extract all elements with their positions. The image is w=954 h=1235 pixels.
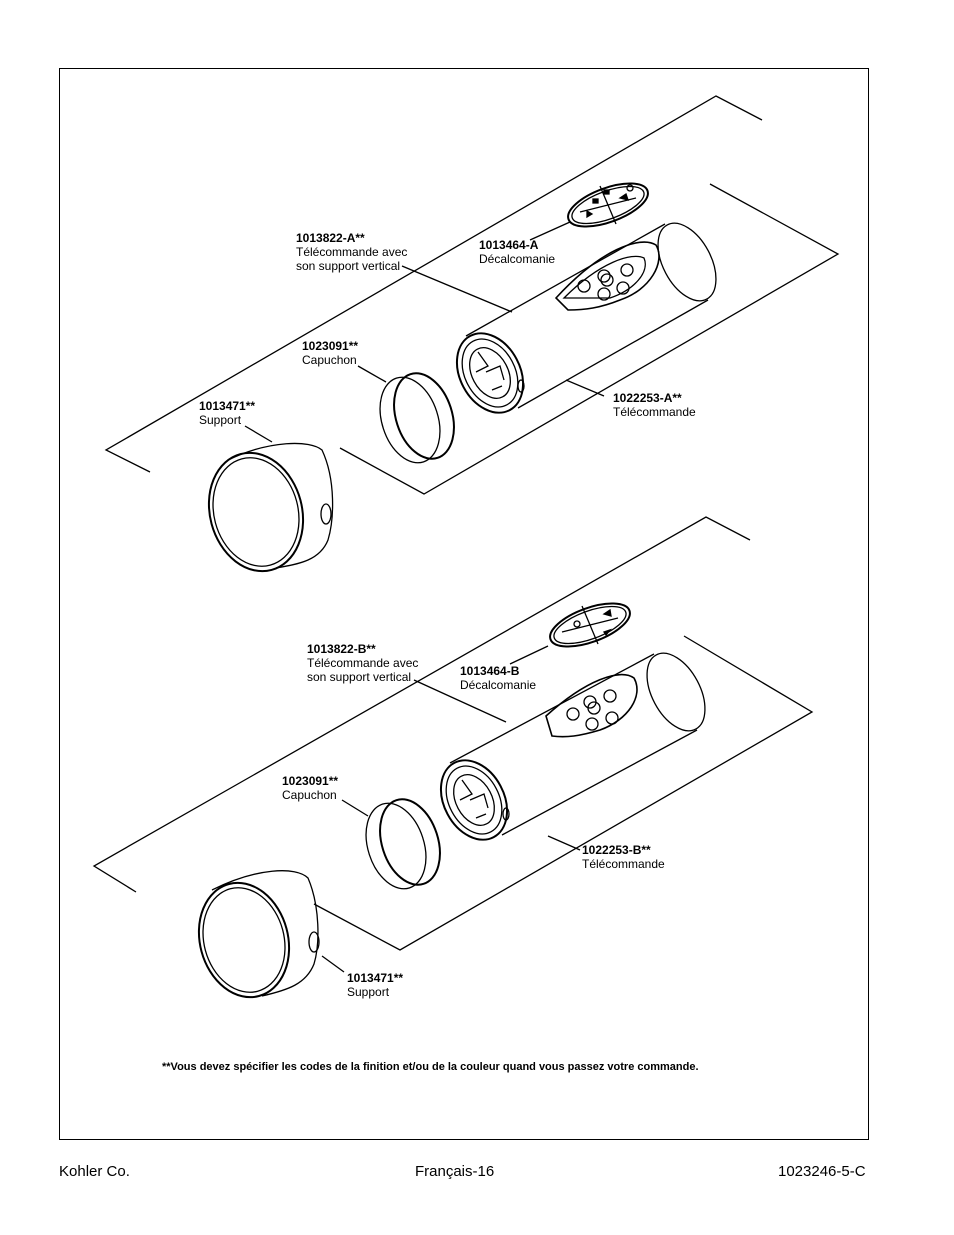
label-decal-a: 1013464-A Décalcomanie [479, 238, 555, 266]
footer-document-number: 1023246-5-C [778, 1163, 866, 1180]
label-decal-b: 1013464-B Décalcomanie [460, 664, 536, 692]
assembly-b-drawing [92, 516, 814, 999]
decal-b-drawing [549, 602, 631, 648]
plane-a-front-edge [339, 183, 840, 495]
part-desc: Capuchon [282, 788, 337, 802]
part-code: 1022253-A** [613, 391, 682, 405]
part-desc: Décalcomanie [460, 678, 537, 692]
assembly-a-drawing [104, 95, 840, 573]
part-desc: Télécommande [582, 857, 665, 871]
support-a-drawing [207, 442, 334, 573]
label-support-b: 1013471** Support [347, 971, 403, 999]
label-remote-a: 1022253-A** Télécommande [613, 391, 696, 419]
label-remote-holder-b: 1013822-B** Télécommande avec son suppor… [307, 642, 418, 684]
part-code: 1013464-A [479, 238, 539, 252]
part-code: 1013464-B [460, 664, 520, 678]
cap-b-drawing [365, 798, 441, 890]
footer-page-number: Français-16 [415, 1163, 495, 1180]
label-cap-b: 1023091** Capuchon [282, 774, 338, 802]
part-code: 1022253-B** [582, 843, 651, 857]
part-code: 1013822-B** [307, 642, 376, 656]
remote-a-drawing [455, 222, 717, 414]
plane-a-back-edge [104, 95, 763, 473]
part-code: 1013471** [347, 971, 404, 985]
cap-a-drawing [379, 372, 455, 464]
label-remote-holder-a: 1013822-A** Télécommande avec son suppor… [296, 231, 407, 273]
part-code: 1023091** [302, 339, 359, 353]
remote-b-drawing [439, 652, 706, 841]
decal-a-drawing [567, 182, 649, 228]
part-desc: Support [347, 985, 390, 999]
part-desc: Support [199, 413, 242, 427]
ordering-note: **Vous devez spécifier les codes de la f… [162, 1061, 699, 1073]
part-desc: Capuchon [302, 353, 357, 367]
label-cap-a: 1023091** Capuchon [302, 339, 358, 367]
diagram-frame [59, 68, 869, 1140]
footer-company: Kohler Co. [59, 1163, 130, 1180]
part-code: 1013822-A** [296, 231, 365, 245]
part-desc: Télécommande [613, 405, 696, 419]
plane-b-back-edge [92, 516, 751, 893]
part-desc: son support vertical [307, 670, 412, 684]
part-code: 1023091** [282, 774, 339, 788]
part-desc: son support vertical [296, 259, 401, 273]
part-desc: Décalcomanie [479, 252, 556, 266]
support-b-drawing [197, 870, 320, 999]
plane-b-front-edge [313, 635, 814, 951]
part-code: 1013471** [199, 399, 256, 413]
part-desc: Télécommande avec [307, 656, 419, 670]
part-desc: Télécommande avec [296, 245, 408, 259]
label-support-a: 1013471** Support [199, 399, 255, 427]
label-remote-b: 1022253-B** Télécommande [582, 843, 665, 871]
